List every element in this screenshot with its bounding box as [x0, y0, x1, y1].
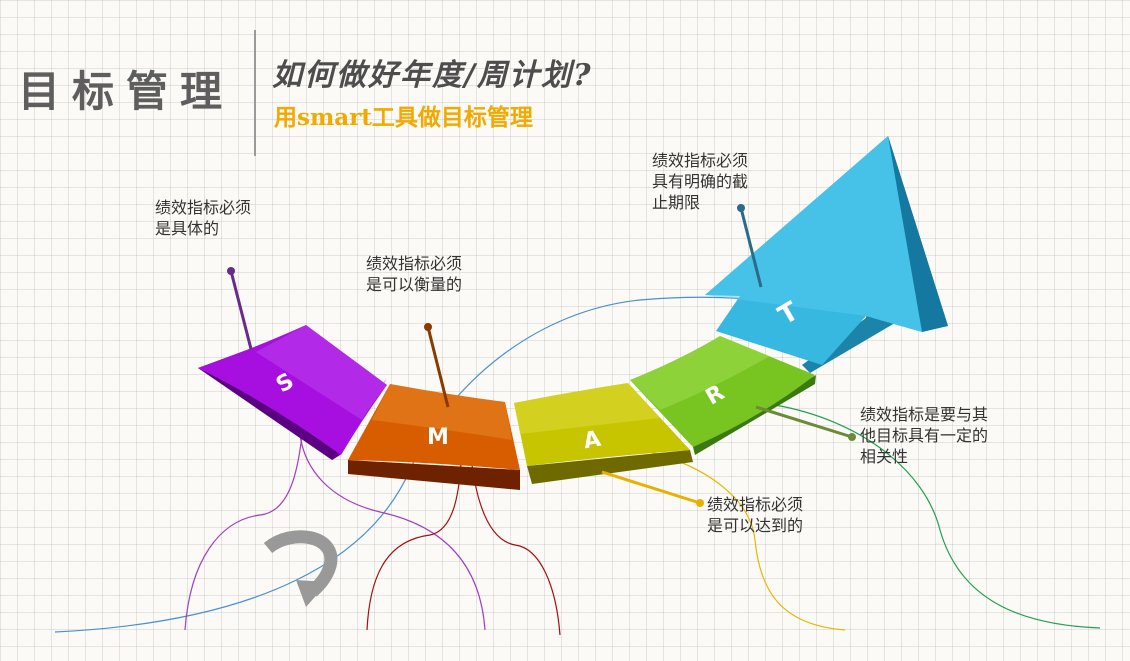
note-measurable: 绩效指标必须 是可以衡量的 [366, 253, 462, 295]
block-m: M [348, 384, 520, 490]
callout-pin-m [424, 323, 450, 408]
note-specific: 绩效指标必须 是具体的 [155, 197, 251, 239]
title-divider [254, 30, 256, 156]
note-line: 绩效指标是要与其 [860, 405, 989, 424]
block-s: S [198, 325, 387, 460]
note-line: 绩效指标必须 [652, 151, 749, 170]
note-line: 是可以达到的 [707, 516, 804, 535]
block-r: R [630, 336, 816, 455]
note-line: 是可以衡量的 [366, 275, 463, 294]
note-line: 止期限 [652, 193, 701, 212]
note-achievable: 绩效指标必须 是可以达到的 [707, 494, 803, 536]
note-relevant: 绩效指标是要与其 他目标具有一定的 相关性 [860, 404, 988, 467]
block-a: A [514, 383, 693, 484]
note-line: 是具体的 [155, 219, 220, 238]
note-line: 绩效指标必须 [707, 495, 804, 514]
note-line: 具有明确的截 [652, 172, 749, 191]
curved-arrow-icon [263, 530, 338, 607]
page-title: 目标管理 [18, 67, 235, 116]
note-line: 绩效指标必须 [155, 198, 252, 217]
letter-a: A [582, 427, 603, 455]
callout-pin-r [755, 405, 856, 441]
callout-pin-s [227, 267, 253, 350]
note-line: 他目标具有一定的 [860, 426, 989, 445]
note-line: 相关性 [860, 447, 909, 466]
note-time-bound: 绩效指标必须 具有明确的截 止期限 [652, 150, 748, 213]
callout-pin-a [601, 470, 704, 507]
letter-m: M [427, 425, 449, 450]
subtitle: 如何做好年度/周计划? [272, 58, 593, 93]
callout-pin-t [737, 204, 763, 288]
note-line: 绩效指标必须 [366, 254, 463, 273]
tagline: 用smart工具做目标管理 [274, 104, 533, 131]
